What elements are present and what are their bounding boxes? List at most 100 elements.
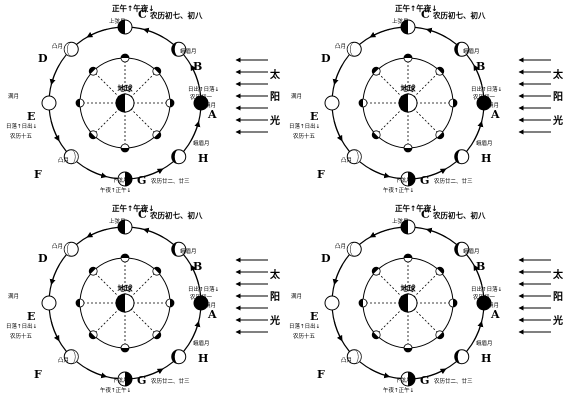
moon-position-c: [400, 19, 416, 35]
small-moon-shade: [76, 99, 80, 107]
letter-e: E: [27, 110, 35, 123]
crescent-moon-shade: [454, 149, 462, 164]
moon-position-b: [454, 41, 470, 57]
orbit-direction-arrow: [333, 121, 343, 142]
small-moon-shade: [404, 254, 412, 258]
moon-position-f: [346, 349, 362, 365]
phase-h: 蛾眉月: [476, 139, 493, 147]
letter-d: D: [38, 252, 48, 265]
orbit-direction-arrow: [426, 168, 447, 178]
phase-f: 凸月: [341, 357, 352, 364]
sunset-sunrise-label: 日落↑日出↓: [289, 322, 320, 330]
orbit-direction-arrow: [50, 321, 60, 342]
phase-c: 上弦月: [392, 17, 409, 25]
moon-position-h: [454, 149, 470, 165]
letter-a: A: [207, 308, 217, 321]
earth-label: 地球: [118, 83, 133, 93]
small-moon-shade: [359, 299, 363, 307]
orbit-direction-arrow: [333, 321, 343, 342]
moon-position-c: [117, 219, 133, 235]
moon-position-h: [171, 149, 187, 165]
phase-b: 蛾眉月: [180, 247, 197, 255]
letter-b: B: [193, 260, 202, 273]
letter-h: H: [198, 152, 208, 165]
midnight-noon-label: 午夜↑正午↓: [100, 386, 131, 394]
sunlight-char-3: 光: [269, 114, 280, 127]
sight-line: [375, 270, 403, 298]
small-moon-shade: [436, 131, 444, 139]
letter-b: B: [193, 60, 202, 73]
small-moon-shade: [121, 254, 129, 258]
new-moon-fill: [477, 296, 491, 310]
letter-h: H: [198, 352, 208, 365]
sight-line: [375, 308, 403, 336]
moon-icon: [324, 95, 340, 111]
letter-f: F: [34, 368, 42, 381]
phase-e: 满月: [291, 92, 302, 100]
small-moon-shade: [372, 267, 380, 275]
phase-d: 凸月: [335, 43, 346, 50]
small-moon-shade: [153, 331, 161, 339]
phase-g: 下弦月: [112, 376, 129, 384]
moon-position-g: [400, 171, 416, 187]
sight-line: [413, 308, 441, 336]
letter-g: G: [137, 374, 146, 387]
moon-position-b: [171, 241, 187, 257]
sight-line: [413, 108, 441, 136]
phase-h: 蛾眉月: [476, 339, 493, 347]
phase-a: 朔月: [488, 101, 499, 109]
sight-line: [92, 270, 120, 298]
note-a: 农历初一: [473, 93, 496, 101]
phase-g: 下弦月: [395, 176, 412, 184]
moon-position-e: [324, 295, 340, 311]
moon-position-a: [193, 295, 209, 311]
sunlight-char-2: 阳: [270, 91, 280, 103]
sunlight-char-1: 太: [552, 268, 564, 281]
moon-icon: [41, 295, 57, 311]
sunrise-sunset-label: 日出↑日落↓: [188, 85, 219, 93]
orbit-direction-arrow: [49, 64, 60, 86]
small-moon-shade: [453, 99, 457, 107]
earth-night-side: [116, 94, 125, 112]
phase-g: 下弦月: [395, 376, 412, 384]
note-e: 农历十五: [10, 132, 33, 140]
sight-line: [375, 108, 403, 136]
orbit-direction-arrow: [143, 368, 164, 378]
orbit-direction-arrow: [473, 320, 484, 342]
noon-midnight-header: 正午↑午夜↓: [112, 203, 155, 213]
letter-b: B: [476, 260, 485, 273]
note-g: 农历廿二、廿三: [151, 177, 190, 185]
phase-f: 凸月: [58, 357, 69, 364]
orbit-direction-arrow: [473, 64, 483, 85]
small-moon-shade: [404, 348, 412, 352]
quarter-moon-shade: [118, 20, 125, 34]
note-a: 农历初一: [473, 293, 496, 301]
moon-position-c: [400, 219, 416, 235]
small-moon-shade: [153, 267, 161, 275]
small-moon-shade: [404, 148, 412, 152]
small-moon-shade: [453, 299, 457, 307]
letter-f: F: [317, 168, 325, 181]
sunset-sunrise-label: 日落↑日出↓: [289, 122, 320, 130]
noon-midnight-header: 正午↑午夜↓: [112, 3, 155, 13]
small-moon-shade: [170, 99, 174, 107]
orbit-direction-arrow: [190, 320, 201, 342]
phase-g: 下弦月: [112, 176, 129, 184]
note-a: 农历初一: [190, 293, 213, 301]
moon-position-d: [346, 241, 362, 257]
small-moon-shade: [372, 67, 380, 75]
sunlight-char-3: 光: [269, 314, 280, 327]
letter-c: C: [421, 8, 430, 21]
gibbous-moon-shade: [347, 42, 355, 57]
phase-c: 上弦月: [109, 217, 126, 225]
earth-label: 地球: [401, 83, 416, 93]
small-moon-shade: [359, 99, 363, 107]
orbit-direction-arrow: [190, 120, 201, 142]
orbit-direction-arrow: [86, 168, 108, 179]
small-moon-shade: [121, 148, 129, 152]
note-g: 农历廿二、廿三: [434, 377, 473, 385]
moon-position-d: [63, 241, 79, 257]
